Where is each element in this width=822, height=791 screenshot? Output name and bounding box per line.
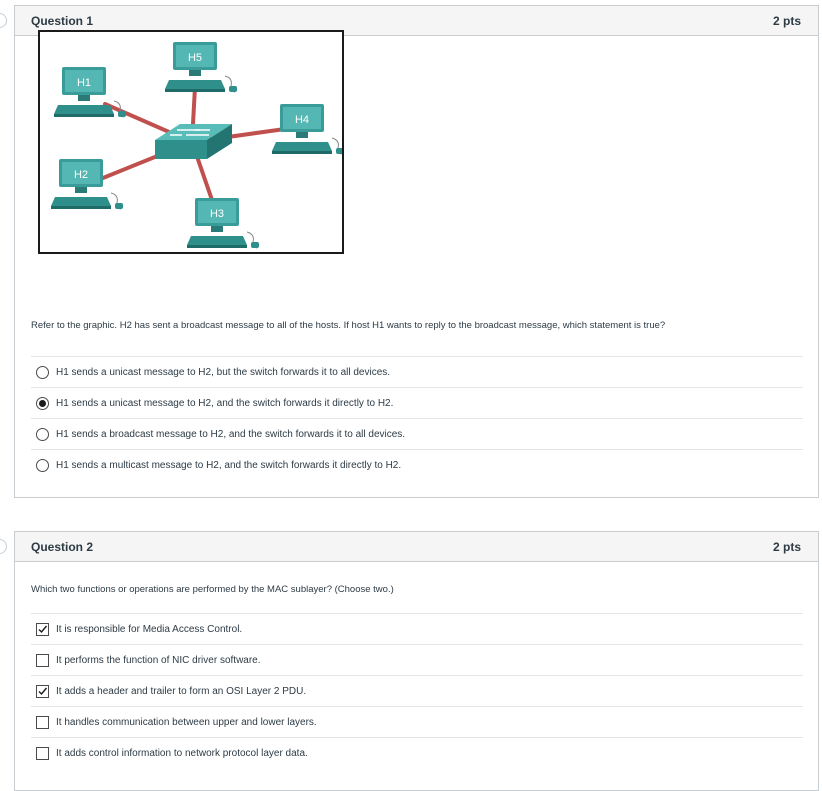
checkmark-icon [38,687,48,695]
host-h3-icon: H3 [187,198,259,249]
answer-option[interactable]: H1 sends a unicast message to H2, and th… [31,387,803,418]
radio-button[interactable] [36,427,49,441]
question-2: Question 2 2 pts Which two functions or … [14,531,819,791]
checkbox[interactable] [36,746,49,760]
answer-option[interactable]: H1 sends a multicast message to H2, and … [31,449,803,480]
answer-label: It is responsible for Media Access Contr… [56,623,243,635]
host-label-h4: H4 [295,114,309,126]
question-2-text: Which two functions or operations are pe… [31,584,394,595]
host-h1-icon: H1 [54,67,126,118]
answer-option[interactable]: It handles communication between upper a… [31,706,803,737]
answer-label: H1 sends a multicast message to H2, and … [56,459,402,471]
switch-icon [155,124,232,159]
answer-label: H1 sends a unicast message to H2, and th… [56,397,394,409]
question-2-title: Question 2 [31,539,94,554]
checkbox-checked[interactable] [36,684,49,698]
host-label-h3: H3 [210,208,224,220]
question-2-header: Question 2 2 pts [15,532,818,562]
answer-label: It adds a header and trailer to form an … [56,685,307,697]
radio-button-selected[interactable] [36,396,49,410]
question-1-title: Question 1 [31,13,94,28]
answer-label: H1 sends a broadcast message to H2, and … [56,428,406,440]
question-2-flag-icon[interactable] [0,539,7,554]
checkbox-checked[interactable] [36,622,49,636]
host-label-h1: H1 [77,77,91,89]
question-1-answers: H1 sends a unicast message to H2, but th… [31,356,803,480]
checkbox[interactable] [36,653,49,667]
answer-option[interactable]: It adds control information to network p… [31,737,803,768]
answer-label: It performs the function of NIC driver s… [56,654,261,666]
question-1-flag-icon[interactable] [0,13,7,28]
answer-label: It handles communication between upper a… [56,716,317,728]
question-1: Question 1 2 pts [14,5,819,498]
answer-option[interactable]: It performs the function of NIC driver s… [31,644,803,675]
checkmark-icon [38,625,48,633]
host-h2-icon: H2 [51,159,123,210]
network-diagram: H1 H5 H4 [38,30,344,254]
host-h4-icon: H4 [272,104,342,155]
radio-button[interactable] [36,365,49,379]
question-1-text: Refer to the graphic. H2 has sent a broa… [31,320,666,331]
answer-label: It adds control information to network p… [56,747,308,759]
checkbox[interactable] [36,715,49,729]
question-2-points: 2 pts [772,539,801,554]
host-label-h5: H5 [188,52,202,64]
answer-option[interactable]: H1 sends a broadcast message to H2, and … [31,418,803,449]
answer-option[interactable]: It is responsible for Media Access Contr… [31,613,803,644]
question-2-answers: It is responsible for Media Access Contr… [31,613,803,768]
answer-option[interactable]: H1 sends a unicast message to H2, but th… [31,356,803,387]
host-h5-icon: H5 [165,42,237,93]
radio-button[interactable] [36,458,49,472]
answer-option[interactable]: It adds a header and trailer to form an … [31,675,803,706]
question-1-points: 2 pts [772,13,801,28]
host-label-h2: H2 [74,169,88,181]
answer-label: H1 sends a unicast message to H2, but th… [56,366,391,378]
